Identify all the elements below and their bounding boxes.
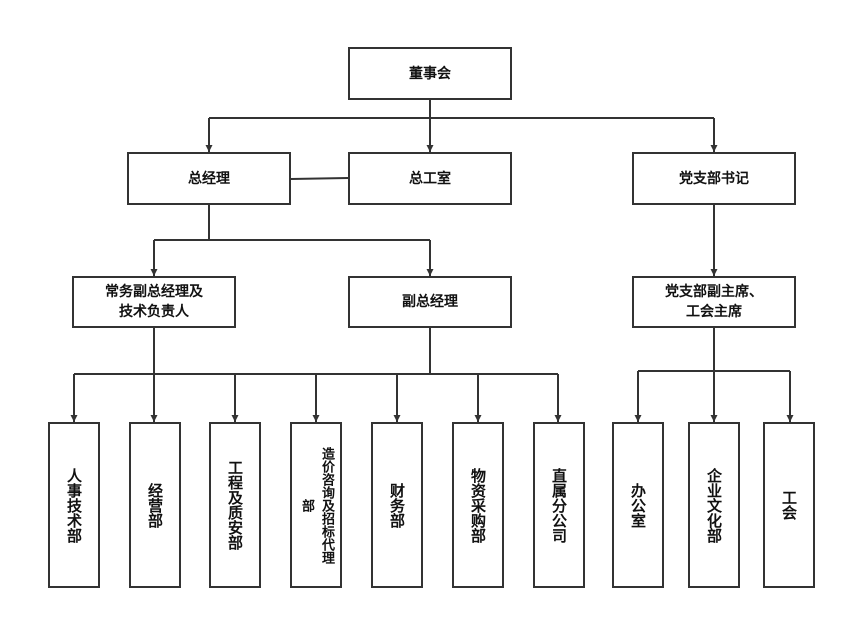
department-box: 工程及质安部 — [209, 422, 261, 588]
party-department-box: 企业文化部 — [688, 422, 740, 588]
board-box: 董事会 — [348, 47, 512, 100]
party-vice-chair-label: 党支部副主席、 工会主席 — [665, 284, 763, 320]
party-department-label: 办公室 — [629, 482, 647, 528]
general-manager-label: 总经理 — [188, 170, 230, 187]
department-label: 直属分公司 — [550, 467, 568, 543]
executive-deputy-gm-box: 常务副总经理及 技术负责人 — [72, 276, 236, 328]
party-secretary-box: 党支部书记 — [632, 152, 796, 205]
department-box: 经营部 — [129, 422, 181, 588]
connector-gm-office — [290, 177, 349, 180]
gm-office-label: 总工室 — [409, 170, 451, 187]
deputy-gm-label: 副总经理 — [402, 294, 458, 310]
department-label: 工程及质安部 — [226, 460, 244, 550]
department-box: 造价咨询及招标代理部 — [290, 422, 342, 588]
party-department-label: 工会 — [780, 490, 798, 520]
party-department-box: 工会 — [763, 422, 815, 588]
deputy-gm-box: 副总经理 — [348, 276, 512, 328]
department-box: 人事技术部 — [48, 422, 100, 588]
party-department-box: 办公室 — [612, 422, 664, 588]
gm-office-box: 总工室 — [348, 152, 512, 205]
party-vice-chair-box: 党支部副主席、 工会主席 — [632, 276, 796, 328]
party-department-label: 企业文化部 — [705, 467, 723, 543]
department-label: 财务部 — [388, 482, 406, 528]
department-label: 人事技术部 — [65, 467, 83, 543]
department-label: 物资采购部 — [469, 467, 487, 543]
department-box: 物资采购部 — [452, 422, 504, 588]
party-secretary-label: 党支部书记 — [679, 170, 749, 187]
department-box: 直属分公司 — [533, 422, 585, 588]
executive-deputy-gm-label: 常务副总经理及 技术负责人 — [105, 284, 203, 320]
department-label: 造价咨询及招标代理部 — [299, 446, 334, 564]
board-label: 董事会 — [409, 65, 451, 82]
department-label: 经营部 — [146, 482, 164, 528]
general-manager-box: 总经理 — [127, 152, 291, 205]
department-box: 财务部 — [371, 422, 423, 588]
